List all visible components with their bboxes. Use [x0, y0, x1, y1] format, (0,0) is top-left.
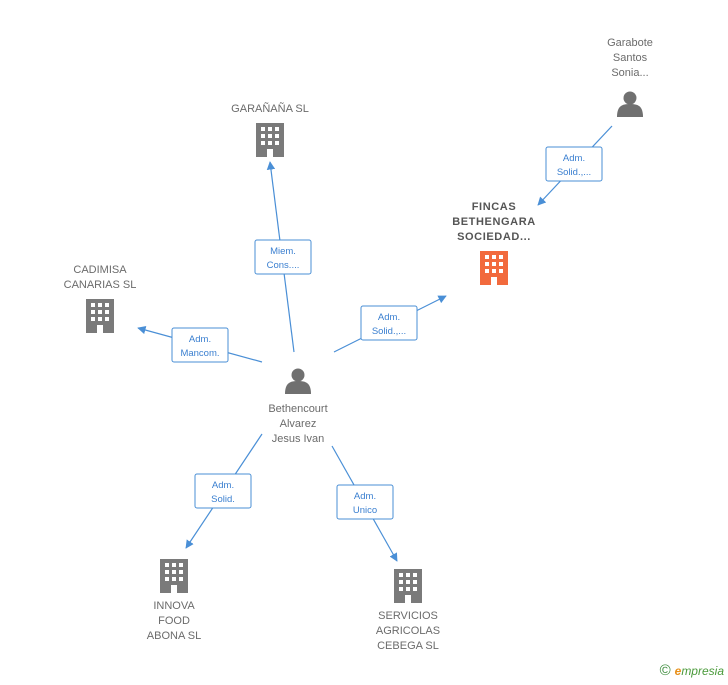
company-building-icon[interactable] — [394, 569, 422, 603]
edge-label-box[interactable] — [171, 327, 229, 363]
node-label-line: Bethencourt — [268, 403, 327, 415]
edge-label-line: Adm. — [354, 491, 376, 502]
focus-company-building-icon[interactable] — [480, 251, 508, 285]
brand-logo-text: mpresia — [681, 664, 724, 678]
node-cadimisa[interactable]: CADIMISA CANARIAS SL — [64, 264, 137, 333]
person-icon[interactable] — [617, 91, 643, 118]
node-garabote[interactable]: GaraboteSantosSonia... — [607, 37, 653, 117]
edge-label-box[interactable] — [254, 239, 312, 275]
company-building-icon[interactable] — [256, 123, 284, 157]
node-label-line: Sonia... — [611, 67, 648, 79]
node-innova[interactable]: INNOVA FOOD ABONA SL — [147, 559, 201, 642]
node-label-line: Alvarez — [280, 418, 317, 430]
node-label-line: FOOD — [158, 615, 190, 627]
edge-label-line: Adm. — [189, 334, 211, 345]
node-servicios[interactable]: SERVICIOS AGRICOLAS CEBEGA SL — [376, 569, 440, 652]
node-label-line: BETHENGARA — [452, 216, 536, 228]
edge-label-line: Adm. — [212, 480, 234, 491]
node-garanana[interactable]: GARAÑAÑA SL — [231, 102, 309, 157]
node-label-line: Jesus Ivan — [272, 433, 325, 445]
edge-bethencourt-to-garanana: Miem. Cons.... — [254, 161, 312, 353]
company-building-icon[interactable] — [86, 299, 114, 333]
edges-layer: Adm. Solid.,... Miem. Cons.... Adm. Solid.,..… — [137, 125, 613, 562]
node-label-line: Garabote — [607, 37, 653, 49]
edge-label-box[interactable] — [336, 484, 394, 520]
node-label-line: FINCAS — [472, 201, 517, 213]
node-label-line: SOCIEDAD... — [457, 231, 531, 243]
edge-bethencourt-to-innova: Adm. Solid. — [185, 433, 263, 549]
edge-bethencourt-to-fincas: Adm. Solid.,... — [333, 295, 447, 353]
copyright-footer: ©empresia — [660, 662, 724, 679]
edge-label-line: Miem. — [270, 246, 296, 257]
node-label-line: AGRICOLAS — [376, 625, 440, 637]
node-label-line: CADIMISA — [73, 264, 127, 276]
edge-label-line: Mancom. — [180, 348, 219, 359]
edge-label-line: Adm. — [563, 153, 585, 164]
edge-label-line: Unico — [353, 505, 377, 516]
node-label-line: GARAÑAÑA SL — [231, 102, 309, 115]
node-label-line: CEBEGA SL — [377, 640, 439, 652]
company-building-icon[interactable] — [160, 559, 188, 593]
brand-logo-initial: e — [674, 664, 682, 678]
edge-label-line: Cons.... — [267, 260, 300, 271]
node-label-line: ABONA SL — [147, 630, 201, 642]
node-label-line: INNOVA — [153, 600, 195, 612]
edge-label-line: Solid. — [211, 494, 235, 505]
node-label-line: SERVICIOS — [378, 610, 438, 622]
edge-bethencourt-to-cadimisa: Adm. Mancom. — [137, 325, 263, 363]
edge-label-line: Solid.,... — [557, 167, 591, 178]
edge-garabote-to-fincas: Adm. Solid.,... — [537, 125, 613, 206]
copyright-icon: © — [659, 662, 671, 679]
edge-bethencourt-to-servicios: Adm. Unico — [331, 445, 398, 562]
edge-label-box[interactable] — [194, 473, 252, 509]
edge-label-line: Adm. — [378, 312, 400, 323]
edge-label-box[interactable] — [545, 146, 603, 182]
edge-label-line: Solid.,... — [372, 326, 406, 337]
person-icon[interactable] — [285, 368, 311, 395]
node-label-line: CANARIAS SL — [64, 279, 137, 291]
node-label-line: Santos — [613, 52, 648, 64]
edge-label-box[interactable] — [360, 305, 418, 341]
node-fincas[interactable]: FINCAS BETHENGARA SOCIEDAD... — [452, 201, 536, 285]
